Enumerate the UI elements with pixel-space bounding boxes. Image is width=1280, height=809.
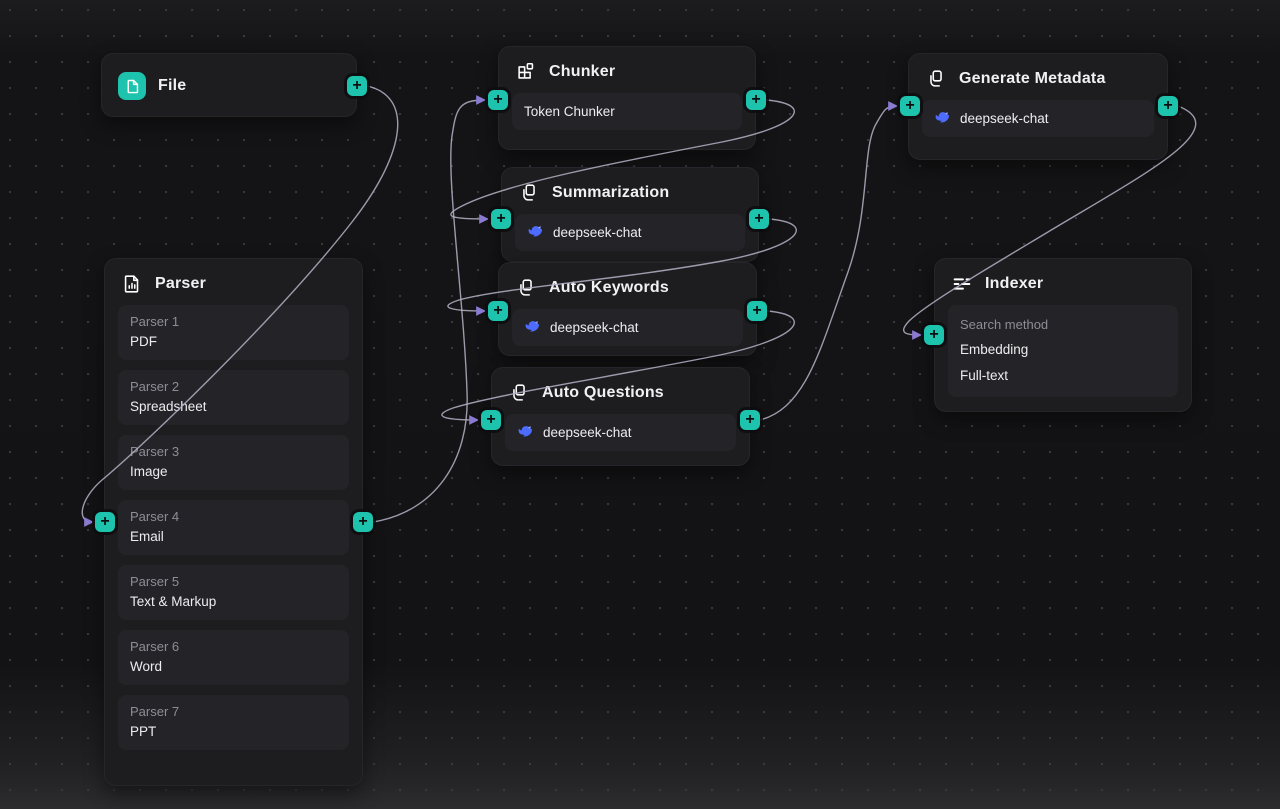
parser-item-value: Text & Markup <box>130 594 217 609</box>
parser-item-label: Parser 4 <box>130 509 180 524</box>
llm-icon <box>925 68 947 90</box>
auto-keywords-model-item[interactable]: deepseek-chat <box>512 309 743 346</box>
parser-item-value: PDF <box>130 334 157 349</box>
parser-item-3[interactable]: Parser 3 Image <box>118 435 349 490</box>
auto-questions-input-plus-button[interactable]: + <box>481 410 501 430</box>
deepseek-icon <box>934 110 951 127</box>
node-parser-title: Parser <box>155 275 207 292</box>
deepseek-icon <box>524 319 541 336</box>
llm-icon <box>515 277 537 299</box>
indexer-method-embedding: Embedding <box>960 342 1029 357</box>
parser-output-plus-button[interactable]: + <box>353 512 373 532</box>
llm-icon <box>508 382 530 404</box>
chunker-icon <box>515 61 537 83</box>
parser-item-label: Parser 1 <box>130 314 180 329</box>
parser-item-1[interactable]: Parser 1 PDF <box>118 305 349 360</box>
indexer-search-method-item[interactable]: Search method Embedding Full-text <box>948 305 1178 397</box>
node-file-title: File <box>158 77 187 94</box>
node-summarization-title: Summarization <box>552 184 670 201</box>
generate-metadata-model-value: deepseek-chat <box>960 111 1049 126</box>
parser-item-value: PPT <box>130 724 157 739</box>
summarization-model-value: deepseek-chat <box>553 225 642 240</box>
parser-item-2[interactable]: Parser 2 Spreadsheet <box>118 370 349 425</box>
parser-item-value: Image <box>130 464 168 479</box>
chunker-method-value: Token Chunker <box>524 104 615 119</box>
node-generate-metadata[interactable]: Generate Metadata deepseek-chat <box>908 53 1168 160</box>
auto-questions-model-value: deepseek-chat <box>543 425 632 440</box>
node-auto-keywords-title: Auto Keywords <box>549 279 669 296</box>
parser-item-4[interactable]: Parser 4 Email <box>118 500 349 555</box>
indexer-search-method-label: Search method <box>960 317 1049 332</box>
indexer-icon <box>951 273 973 295</box>
node-indexer[interactable]: Indexer Search method Embedding Full-tex… <box>934 258 1192 412</box>
parser-item-label: Parser 6 <box>130 639 180 654</box>
parser-input-plus-button[interactable]: + <box>95 512 115 532</box>
generate-metadata-input-plus-button[interactable]: + <box>900 96 920 116</box>
chunker-output-plus-button[interactable]: + <box>746 90 766 110</box>
parser-item-value: Word <box>130 659 163 674</box>
parser-item-value: Spreadsheet <box>130 399 207 414</box>
parser-item-7[interactable]: Parser 7 PPT <box>118 695 349 750</box>
indexer-method-fulltext: Full-text <box>960 368 1009 383</box>
edge-auto-questions-generate-metadata <box>759 101 898 421</box>
node-file[interactable]: File <box>101 53 357 117</box>
deepseek-icon <box>527 224 544 241</box>
generate-metadata-output-plus-button[interactable]: + <box>1158 96 1178 116</box>
parser-item-label: Parser 3 <box>130 444 180 459</box>
deepseek-icon <box>517 424 534 441</box>
parser-item-5[interactable]: Parser 5 Text & Markup <box>118 565 349 620</box>
parser-item-6[interactable]: Parser 6 Word <box>118 630 349 685</box>
file-output-plus-button[interactable]: + <box>347 76 367 96</box>
auto-questions-model-item[interactable]: deepseek-chat <box>505 414 736 451</box>
chunker-method-item[interactable]: Token Chunker <box>512 93 742 130</box>
node-generate-metadata-title: Generate Metadata <box>959 70 1106 87</box>
parser-item-value: Email <box>130 529 164 544</box>
node-auto-keywords[interactable]: Auto Keywords deepseek-chat <box>498 262 757 356</box>
node-chunker-title: Chunker <box>549 63 616 80</box>
node-parser[interactable]: Parser Parser 1 PDF Parser 2 Spreadsheet… <box>104 258 363 786</box>
edge-parser-chunker <box>372 95 486 523</box>
summarization-input-plus-button[interactable]: + <box>491 209 511 229</box>
file-icon <box>118 72 146 100</box>
indexer-input-plus-button[interactable]: + <box>924 325 944 345</box>
parser-item-label: Parser 7 <box>130 704 180 719</box>
llm-icon <box>518 182 540 204</box>
summarization-model-item[interactable]: deepseek-chat <box>515 214 745 251</box>
parser-item-label: Parser 5 <box>130 574 180 589</box>
node-summarization[interactable]: Summarization deepseek-chat <box>501 167 759 262</box>
node-auto-questions[interactable]: Auto Questions deepseek-chat <box>491 367 750 466</box>
parser-icon <box>121 273 143 295</box>
auto-keywords-input-plus-button[interactable]: + <box>488 301 508 321</box>
parser-item-label: Parser 2 <box>130 379 180 394</box>
auto-keywords-output-plus-button[interactable]: + <box>747 301 767 321</box>
auto-questions-output-plus-button[interactable]: + <box>740 410 760 430</box>
node-auto-questions-title: Auto Questions <box>542 384 664 401</box>
auto-keywords-model-value: deepseek-chat <box>550 320 639 335</box>
chunker-input-plus-button[interactable]: + <box>488 90 508 110</box>
node-chunker[interactable]: Chunker Token Chunker <box>498 46 756 150</box>
node-indexer-title: Indexer <box>985 275 1044 292</box>
summarization-output-plus-button[interactable]: + <box>749 209 769 229</box>
generate-metadata-model-item[interactable]: deepseek-chat <box>922 100 1154 137</box>
